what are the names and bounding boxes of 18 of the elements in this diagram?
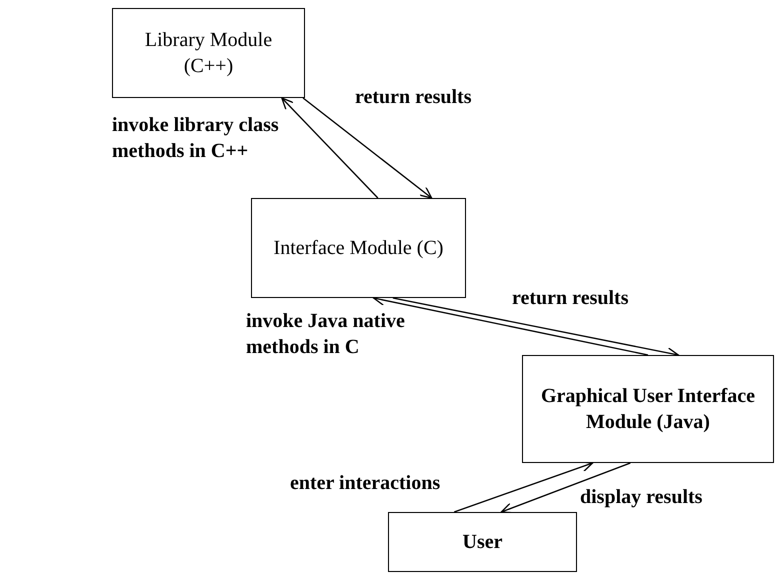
edge-label: invoke library class methods in C++ (112, 113, 280, 164)
module-label: User (462, 530, 502, 555)
arrow (454, 461, 594, 513)
edge-label: return results (512, 286, 630, 311)
edge-label: enter interactions (290, 471, 442, 496)
edge-label: display results (580, 485, 704, 510)
module-box (522, 355, 774, 463)
arrow (281, 97, 378, 198)
module-box (251, 198, 466, 298)
module-label: Interface Module (C) (274, 236, 444, 261)
edge-label: return results (355, 85, 472, 110)
arrow (500, 462, 631, 514)
module-label: Graphical User Interface Module (Java) (540, 384, 756, 435)
edge-label: invoke Java native methods in C (246, 309, 406, 360)
arrow (302, 97, 432, 199)
module-label: Library Module (C++) (144, 28, 274, 79)
module-box (388, 512, 577, 572)
module-box (112, 8, 305, 98)
